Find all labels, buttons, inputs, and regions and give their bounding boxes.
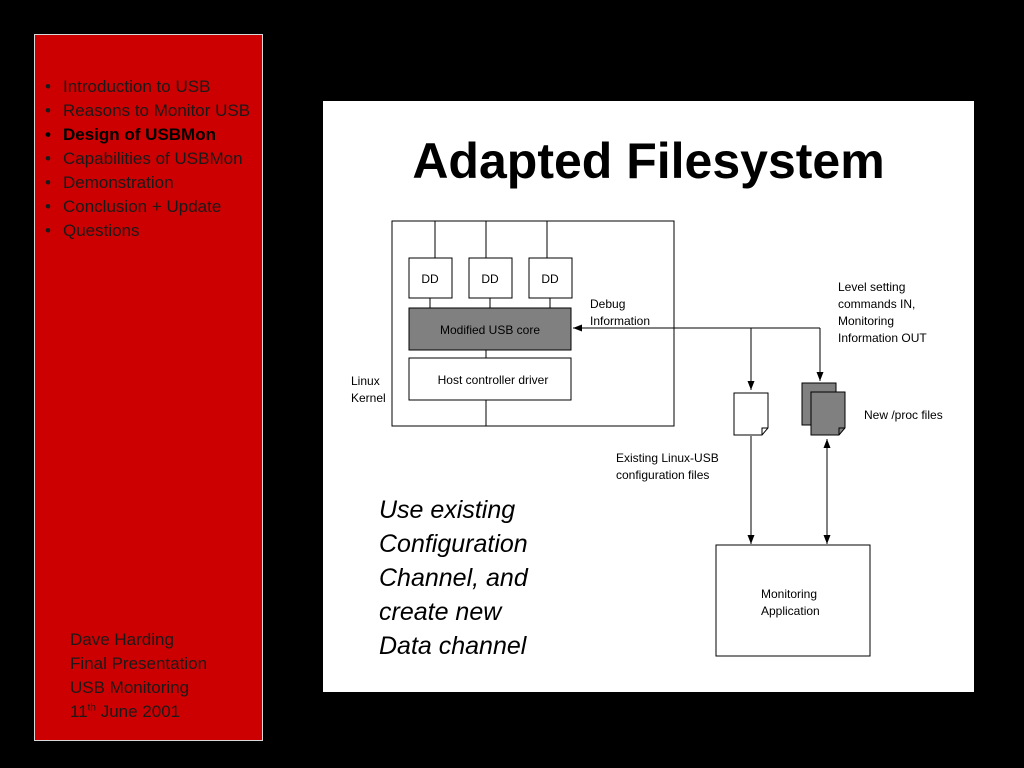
debug-info-line: Information bbox=[590, 314, 650, 328]
proc-files-label: New /proc files bbox=[864, 408, 943, 422]
kernel-label-line: Kernel bbox=[351, 391, 386, 405]
agenda-item: Design of USBMon bbox=[44, 123, 256, 147]
config-file-icon bbox=[733, 392, 769, 436]
level-setting-label: Level setting commands IN, Monitoring In… bbox=[838, 280, 927, 345]
existing-files-label: Existing Linux-USB configuration files bbox=[616, 451, 722, 482]
agenda-item: Questions bbox=[44, 219, 256, 243]
proc-file-fold bbox=[838, 427, 845, 435]
host-controller-box bbox=[408, 357, 572, 401]
config-file-fold bbox=[761, 427, 768, 435]
caption-line: Configuration bbox=[379, 530, 528, 558]
device-driver-label: DD bbox=[421, 272, 439, 286]
presentation-date: 11th June 2001 bbox=[70, 700, 207, 724]
date-suffix: th bbox=[87, 702, 96, 714]
device-driver-box bbox=[468, 257, 513, 299]
agenda-item: Demonstration bbox=[44, 171, 256, 195]
presenter-name: Dave Harding bbox=[70, 630, 174, 649]
level-setting-line: commands IN, bbox=[838, 297, 915, 311]
agenda-sidebar: Introduction to USB Reasons to Monitor U… bbox=[34, 34, 263, 741]
host-controller-label: Host controller driver bbox=[438, 373, 549, 387]
caption-line: create new bbox=[379, 598, 502, 626]
kernel-label: Linux Kernel bbox=[351, 374, 386, 405]
slide-title: Adapted Filesystem bbox=[412, 133, 885, 189]
existing-files-line: Existing Linux-USB bbox=[616, 451, 719, 465]
filesystem-diagram: DD DD DD Modified USB core Host controll… bbox=[351, 220, 943, 657]
existing-files-line: configuration files bbox=[616, 468, 709, 482]
bus-lines bbox=[429, 221, 551, 426]
agenda-item: Reasons to Monitor USB bbox=[44, 99, 256, 123]
usb-core-label: Modified USB core bbox=[440, 323, 540, 337]
level-setting-line: Information OUT bbox=[838, 331, 927, 345]
presenter-info: Dave Harding Final Presentation USB Moni… bbox=[70, 628, 207, 724]
presentation-topic: USB Monitoring bbox=[70, 678, 190, 697]
monitoring-app-line: Monitoring bbox=[761, 587, 817, 601]
date-rest: June 2001 bbox=[96, 702, 181, 721]
monitoring-app-box bbox=[715, 544, 871, 657]
date-day: 11 bbox=[70, 702, 88, 721]
device-driver-label: DD bbox=[541, 272, 559, 286]
debug-info-line: Debug bbox=[590, 297, 625, 311]
agenda-item: Conclusion + Update bbox=[44, 195, 256, 219]
monitoring-app-label: Monitoring Application bbox=[761, 587, 820, 618]
agenda-item: Capabilities of USBMon bbox=[44, 147, 256, 171]
debug-info-label: Debug Information bbox=[590, 297, 650, 328]
presentation-event: Final Presentation bbox=[70, 654, 208, 673]
kernel-label-line: Linux bbox=[351, 374, 380, 388]
level-setting-line: Level setting bbox=[838, 280, 905, 294]
caption-line: Channel, and bbox=[379, 564, 528, 592]
level-setting-line: Monitoring bbox=[838, 314, 894, 328]
agenda-list: Introduction to USB Reasons to Monitor U… bbox=[44, 75, 256, 243]
device-driver-box bbox=[408, 257, 453, 299]
caption-line: Data channel bbox=[379, 632, 527, 660]
caption-line: Use existing bbox=[379, 496, 516, 524]
monitoring-app-line: Application bbox=[761, 604, 820, 618]
device-driver-label: DD bbox=[481, 272, 499, 286]
usb-core-box bbox=[408, 307, 572, 351]
slide-caption: Use existing Configuration Channel, and … bbox=[379, 493, 528, 663]
device-driver-box bbox=[528, 257, 573, 299]
slide-panel: DD DD DD Modified USB core Host controll… bbox=[323, 101, 974, 692]
connection-lines bbox=[573, 324, 831, 544]
proc-file-icon bbox=[810, 391, 846, 436]
agenda-item: Introduction to USB bbox=[44, 75, 256, 99]
